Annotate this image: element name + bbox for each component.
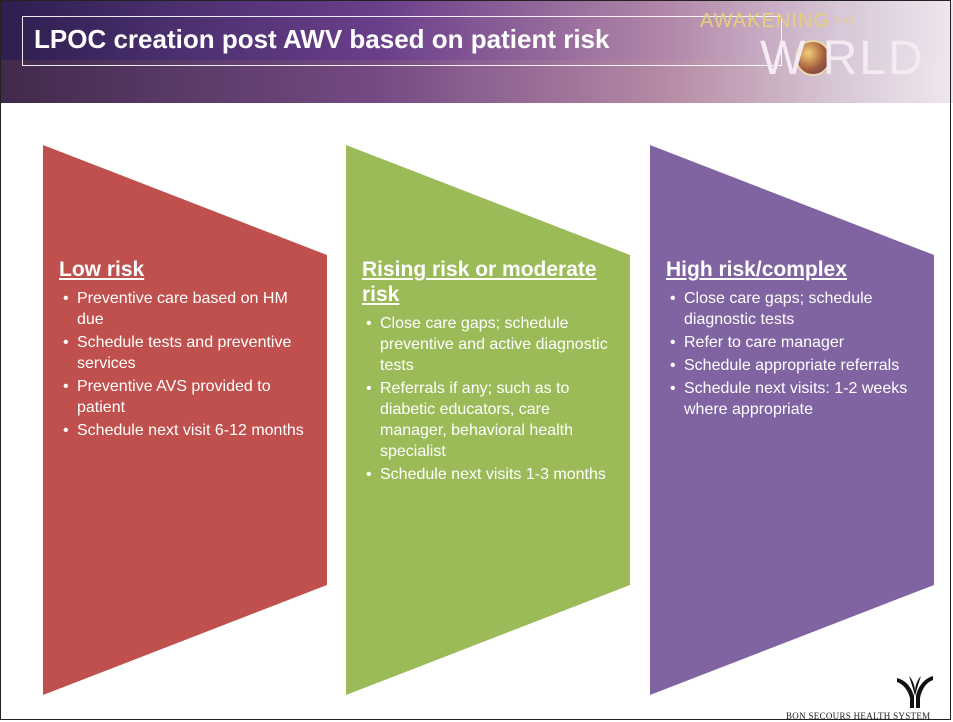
list-item: Schedule appropriate referrals — [666, 355, 918, 376]
title-frame — [22, 16, 782, 66]
list-item: Schedule tests and preventive services — [59, 332, 311, 374]
rising-risk-content: Rising risk or moderate risk Close care … — [362, 257, 614, 487]
high-risk-heading: High risk/complex — [666, 258, 847, 281]
rising-risk-heading: Rising risk or moderate risk — [362, 258, 597, 306]
list-item: Preventive AVS provided to patient — [59, 376, 311, 418]
low-risk-heading: Low risk — [59, 258, 145, 281]
list-item: Close care gaps; schedule preventive and… — [362, 313, 614, 376]
list-item: Schedule next visits 1-3 months — [362, 464, 614, 485]
high-risk-chevron: High risk/complex Close care gaps; sched… — [650, 145, 934, 695]
low-risk-list: Preventive care based on HM due Schedule… — [59, 288, 311, 441]
low-risk-chevron: Low risk Preventive care based on HM due… — [43, 145, 327, 695]
globe-icon — [795, 40, 831, 76]
header-banner-glow — [0, 60, 953, 103]
list-item: Preventive care based on HM due — [59, 288, 311, 330]
list-item: Close care gaps; schedule diagnostic tes… — [666, 288, 918, 330]
high-risk-list: Close care gaps; schedule diagnostic tes… — [666, 288, 918, 420]
bon-secours-logo-icon — [897, 676, 933, 708]
rising-risk-chevron: Rising risk or moderate risk Close care … — [346, 145, 630, 695]
slide-title: LPOC creation post AWV based on patient … — [34, 24, 610, 54]
low-risk-content: Low risk Preventive care based on HM due… — [59, 257, 311, 443]
world-logo-text: W RLD — [760, 32, 925, 85]
list-item: Refer to care manager — [666, 332, 918, 353]
list-item: Schedule next visit 6-12 months — [59, 420, 311, 441]
high-risk-content: High risk/complex Close care gaps; sched… — [666, 257, 918, 422]
list-item: Referrals if any; such as to diabetic ed… — [362, 378, 614, 462]
rising-risk-list: Close care gaps; schedule preventive and… — [362, 313, 614, 485]
high-risk-chevron-shape — [650, 145, 934, 695]
footer-logo-text: BON SECOURS HEALTH SYSTEM — [786, 711, 931, 721]
list-item: Schedule next visits: 1-2 weeks where ap… — [666, 378, 918, 420]
